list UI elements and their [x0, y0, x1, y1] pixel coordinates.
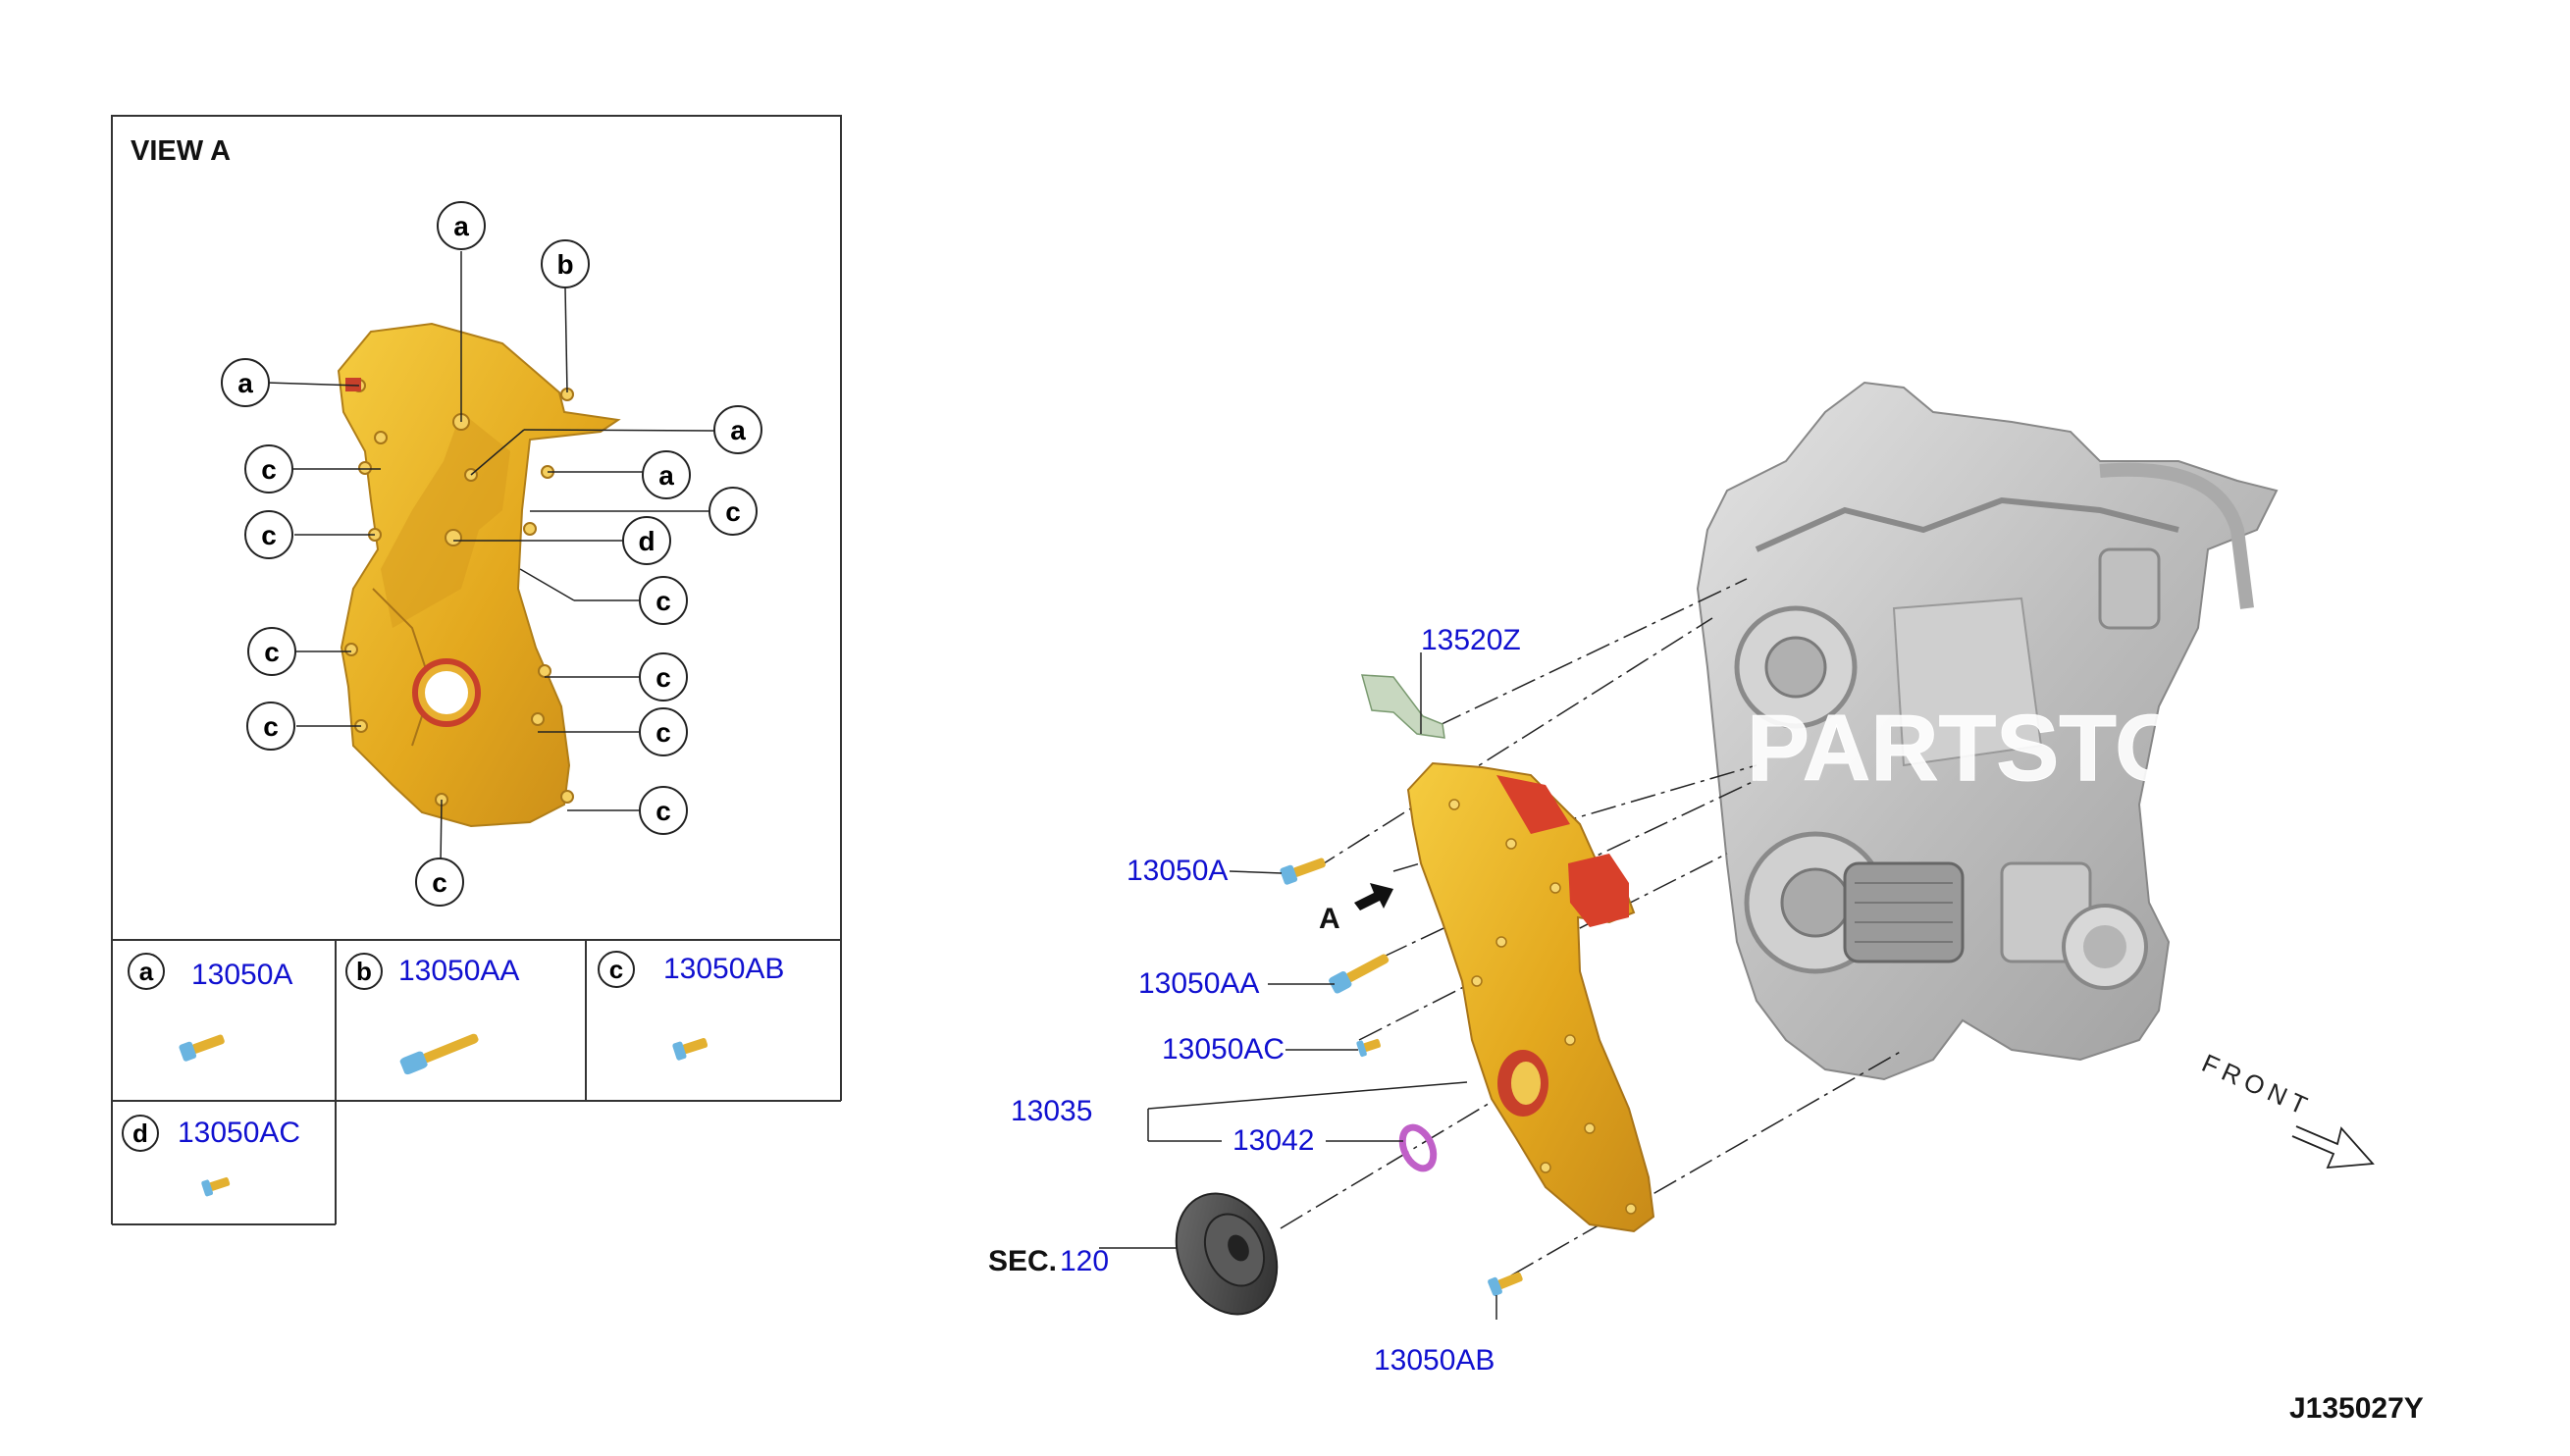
svg-text:b: b — [556, 249, 573, 280]
label-13520Z[interactable]: 13520Z — [1421, 624, 1521, 656]
svg-text:c: c — [656, 796, 671, 826]
label-13050AA[interactable]: 13050AA — [1138, 967, 1259, 1000]
svg-text:FRONT: FRONT — [2198, 1048, 2317, 1122]
svg-text:c: c — [609, 955, 623, 984]
label-13050AC[interactable]: 13050AC — [1162, 1033, 1285, 1066]
bolt-13050AC-icon — [200, 1172, 232, 1197]
arrow-icon — [1354, 883, 1393, 910]
svg-text:c: c — [264, 637, 280, 667]
label-13035[interactable]: 13035 — [1011, 1095, 1092, 1127]
legend-part-13050AB[interactable]: 13050AB — [663, 953, 784, 985]
svg-text:c: c — [656, 717, 671, 748]
callout-a-top[interactable]: a — [437, 201, 486, 250]
svg-text:b: b — [356, 957, 372, 986]
svg-text:d: d — [132, 1118, 148, 1148]
bolt-13050AA-icon — [398, 1028, 482, 1076]
svg-text:A: A — [1319, 903, 1340, 935]
bolt-13050AC-main[interactable] — [1355, 1035, 1383, 1058]
legend-part-13050A[interactable]: 13050A — [191, 959, 292, 991]
section-reference[interactable]: SEC. 120 — [988, 1245, 1109, 1277]
svg-text:a: a — [730, 415, 746, 445]
bolt-13050AB-icon — [671, 1033, 710, 1062]
svg-text:a: a — [139, 957, 154, 986]
label-13050AB[interactable]: 13050AB — [1374, 1344, 1495, 1377]
svg-text:c: c — [261, 454, 277, 485]
legend-item-b[interactable]: b 13050AA — [345, 953, 519, 1076]
sec-prefix: SEC. — [988, 1245, 1057, 1277]
timing-cover-front-view — [337, 322, 621, 828]
callout-c-left-2[interactable]: c — [244, 510, 293, 559]
main-leaders — [1099, 652, 1497, 1320]
callout-a-right-upper[interactable]: a — [713, 405, 762, 454]
svg-text:a: a — [658, 460, 674, 491]
bolt-13050AA-main[interactable] — [1327, 949, 1392, 995]
callout-c-right-5[interactable]: c — [639, 786, 688, 835]
svg-text:c: c — [261, 520, 277, 550]
callout-a-left[interactable]: a — [221, 358, 270, 407]
svg-text:c: c — [656, 586, 671, 616]
callout-c-left-1[interactable]: c — [244, 444, 293, 494]
crank-pulley[interactable] — [1157, 1177, 1295, 1331]
svg-text:c: c — [725, 496, 741, 527]
label-13042[interactable]: 13042 — [1233, 1124, 1314, 1157]
callout-c-right-1[interactable]: c — [708, 487, 758, 536]
legend-item-a[interactable]: a 13050A — [128, 953, 292, 1063]
callout-c-left-4[interactable]: c — [246, 702, 295, 751]
svg-text:c: c — [432, 867, 447, 898]
callout-b[interactable]: b — [541, 239, 590, 288]
bolt-13050A-icon — [178, 1029, 228, 1063]
view-a-leaders — [266, 251, 715, 864]
front-arrow-icon — [2291, 1125, 2375, 1170]
legend-part-13050AA[interactable]: 13050AA — [398, 955, 519, 987]
legend-item-c[interactable]: c 13050AB — [598, 951, 784, 1062]
svg-text:c: c — [656, 662, 671, 693]
bolt-13050AB-main[interactable] — [1487, 1268, 1526, 1297]
callout-a-right-lower[interactable]: a — [642, 450, 691, 499]
svg-text:d: d — [638, 526, 655, 556]
main-part-labels: 13520Z 13050A 13050AA 13050AC 13035 1304… — [1011, 624, 1521, 1377]
callout-c-bottom[interactable]: c — [415, 858, 464, 907]
diagram-id: J135027Y — [2289, 1392, 2424, 1425]
view-a-arrow: A — [1319, 883, 1393, 935]
front-indicator: FRONT — [2198, 1048, 2375, 1170]
oil-seal-13042[interactable] — [1396, 1122, 1440, 1173]
callout-c-right-4[interactable]: c — [639, 707, 688, 756]
watermark: PARTSTO — [1747, 696, 2188, 801]
sec-number[interactable]: 120 — [1060, 1245, 1109, 1277]
callout-c-right-2[interactable]: c — [639, 576, 688, 625]
callout-c-right-3[interactable]: c — [639, 652, 688, 702]
legend-part-13050AC[interactable]: 13050AC — [178, 1117, 300, 1149]
callout-d[interactable]: d — [622, 516, 671, 565]
svg-text:c: c — [263, 711, 279, 742]
svg-text:a: a — [453, 211, 469, 241]
view-a-callouts: a b a a c a c c d c c c c c c c — [221, 201, 762, 907]
label-13050A[interactable]: 13050A — [1127, 855, 1228, 887]
timing-cover-13035[interactable] — [1406, 761, 1655, 1233]
view-a-panel: VIEW A — [111, 115, 842, 941]
legend-item-d[interactable]: d 13050AC — [122, 1115, 300, 1197]
callout-c-left-3[interactable]: c — [247, 627, 296, 676]
bolt-13050A-main[interactable] — [1279, 853, 1329, 886]
engine-assembly — [1696, 381, 2279, 1081]
svg-text:a: a — [237, 368, 253, 398]
gasket-13520Z[interactable] — [1360, 674, 1445, 739]
bolt-legend: a 13050A b 13050AA c 13050AB d 13050AC — [111, 939, 842, 1225]
view-a-title: VIEW A — [131, 135, 231, 167]
